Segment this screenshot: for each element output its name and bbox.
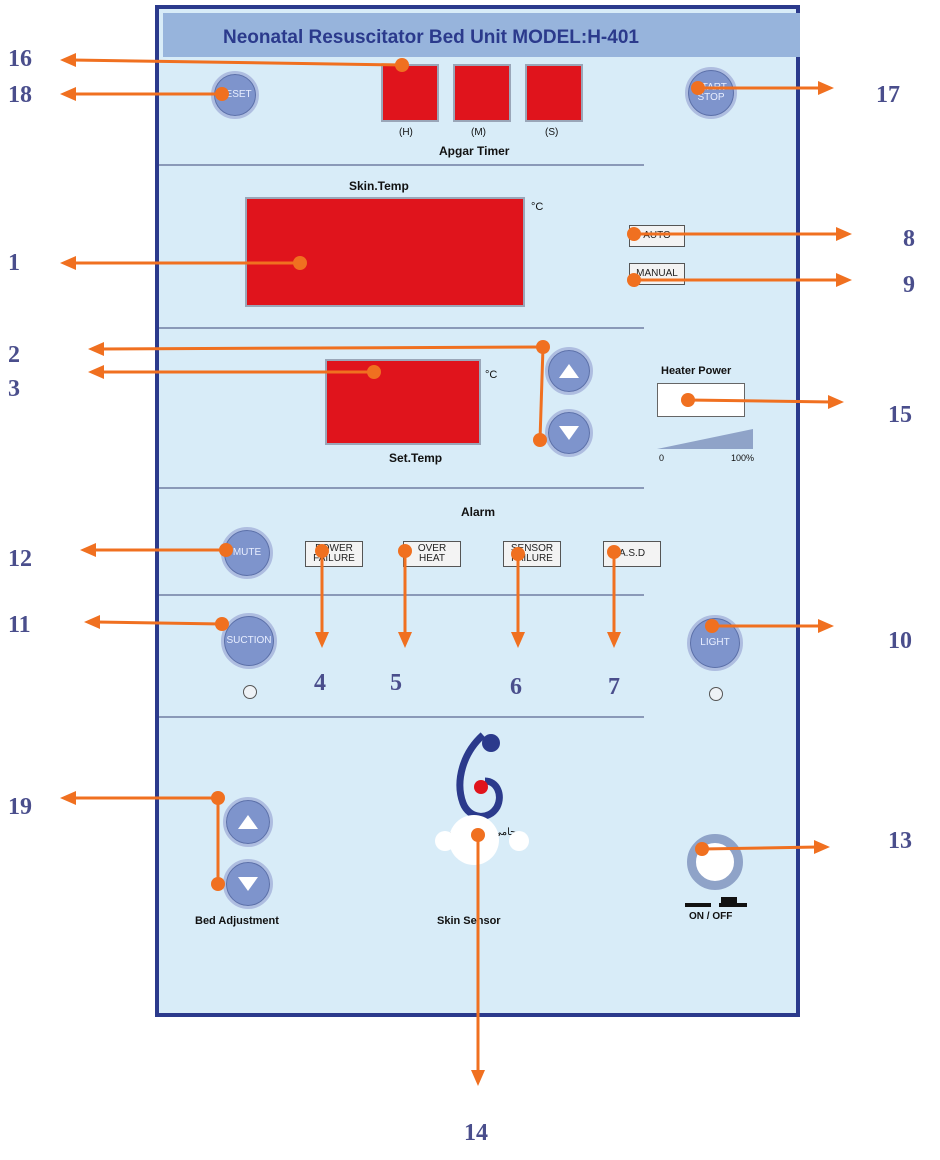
heater-max-label: 100% <box>731 453 755 463</box>
callout-18: 18 <box>8 82 32 108</box>
callout-4: 4 <box>314 670 326 696</box>
power-switch[interactable] <box>687 834 743 890</box>
suction-led <box>243 685 257 699</box>
on-off-label: ON / OFF <box>689 911 733 922</box>
callout-16: 16 <box>8 46 32 72</box>
indicator-line: FAILURE <box>313 553 355 564</box>
skin-sensor-label: Skin Sensor <box>437 915 501 927</box>
callout-10: 10 <box>888 628 912 654</box>
apgar-unit-hours: (H) <box>399 127 413 138</box>
down-arrow-icon <box>559 426 579 440</box>
skin-temp-unit: °C <box>531 201 544 213</box>
temp-down-button[interactable] <box>545 409 593 457</box>
callout-11: 11 <box>8 612 31 638</box>
apgar-timer-label: Apgar Timer <box>439 144 510 158</box>
set-temp-label: Set.Temp <box>389 451 443 465</box>
divider <box>159 716 644 718</box>
callout-1: 1 <box>8 250 20 276</box>
apgar-unit-minutes: (M) <box>471 127 486 138</box>
over-heat-indicator: OVER HEAT <box>403 541 461 567</box>
panel-title: Neonatal Resuscitator Bed Unit MODEL:H-4… <box>223 27 639 48</box>
stop-label: STOP <box>697 92 725 103</box>
heater-min-label: 0 <box>659 453 665 463</box>
skin-temp-display <box>245 197 525 307</box>
callout-15: 15 <box>888 402 912 428</box>
power-failure-indicator: POWER FAILURE <box>305 541 363 567</box>
callout-14: 14 <box>464 1120 488 1146</box>
apgar-hours-display <box>381 64 439 122</box>
callout-9: 9 <box>903 272 915 298</box>
callout-12: 12 <box>8 546 32 572</box>
heater-power-label: Heater Power <box>661 365 732 377</box>
callout-6: 6 <box>510 674 522 700</box>
suction-button[interactable]: SUCTION <box>221 613 277 669</box>
indicator-line: OVER <box>417 543 447 554</box>
title-bar: Neonatal Resuscitator Bed Unit MODEL:H-4… <box>163 13 800 57</box>
callout-7: 7 <box>608 674 620 700</box>
apgar-seconds-display <box>525 64 583 122</box>
divider <box>159 327 644 329</box>
bed-down-button[interactable] <box>223 859 273 909</box>
callout-3: 3 <box>8 376 20 402</box>
callout-2: 2 <box>8 342 20 368</box>
down-arrow-icon <box>238 877 258 891</box>
bed-up-button[interactable] <box>223 797 273 847</box>
divider <box>159 164 644 166</box>
indicator-line: POWER <box>315 543 353 554</box>
light-led <box>709 687 723 701</box>
up-arrow-icon <box>559 364 579 378</box>
sensor-pin-right <box>509 831 529 851</box>
bed-adjustment-label: Bed Adjustment <box>195 915 279 927</box>
light-button[interactable]: LIGHT <box>687 615 743 671</box>
apgar-minutes-display <box>453 64 511 122</box>
callout-17: 17 <box>876 82 900 108</box>
skin-temp-label: Skin.Temp <box>349 179 409 193</box>
heater-power-ramp-icon <box>657 429 753 449</box>
start-stop-button[interactable]: START STOP <box>685 67 737 119</box>
control-panel: Neonatal Resuscitator Bed Unit MODEL:H-4… <box>155 5 800 1017</box>
indicator-line: HEAT <box>419 553 445 564</box>
on-off-symbol-icon <box>685 897 747 907</box>
divider <box>159 487 644 489</box>
callout-19: 19 <box>8 794 32 820</box>
alarm-label: Alarm <box>461 505 496 519</box>
temp-up-button[interactable] <box>545 347 593 395</box>
apgar-unit-seconds: (S) <box>545 127 559 138</box>
callout-8: 8 <box>903 226 915 252</box>
indicator-line: FAILURE <box>511 553 553 564</box>
up-arrow-icon <box>238 815 258 829</box>
divider <box>159 594 644 596</box>
indicator-line: SENSOR <box>510 543 554 554</box>
callout-13: 13 <box>888 828 912 854</box>
set-temp-unit: °C <box>485 369 498 381</box>
callout-5: 5 <box>390 670 402 696</box>
